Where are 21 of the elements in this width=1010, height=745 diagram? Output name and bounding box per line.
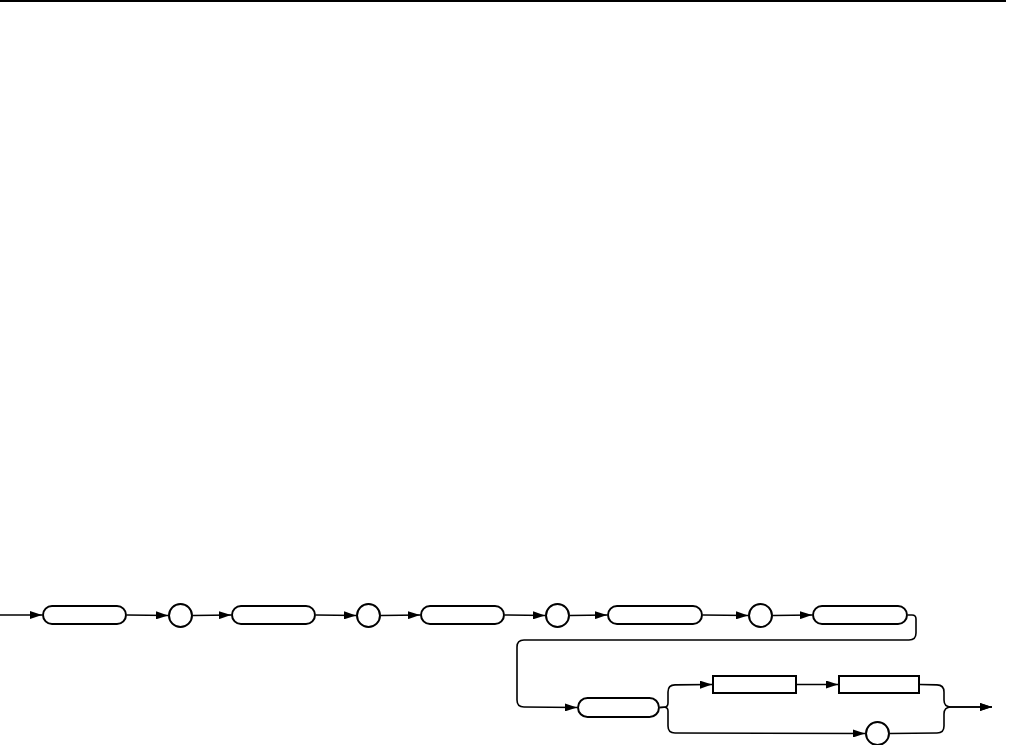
arrow <box>702 611 749 620</box>
rectangle-box <box>712 675 797 694</box>
arrow <box>659 706 866 738</box>
rounded-box <box>577 697 660 718</box>
arrow <box>0 611 43 619</box>
rounded-box <box>812 605 908 625</box>
rounded-box <box>42 605 127 625</box>
arrow <box>889 703 993 735</box>
rounded-box <box>607 605 703 625</box>
rectangle-box <box>838 675 920 694</box>
arrow <box>772 611 813 620</box>
arrow <box>796 680 839 689</box>
arrow <box>569 611 608 620</box>
arrow <box>516 614 917 712</box>
arrow <box>315 611 357 620</box>
rounded-box <box>231 605 316 625</box>
rounded-box <box>420 605 505 625</box>
arrow <box>192 611 232 620</box>
arrow <box>504 611 546 620</box>
arrow <box>380 611 421 620</box>
arrow <box>126 611 169 620</box>
